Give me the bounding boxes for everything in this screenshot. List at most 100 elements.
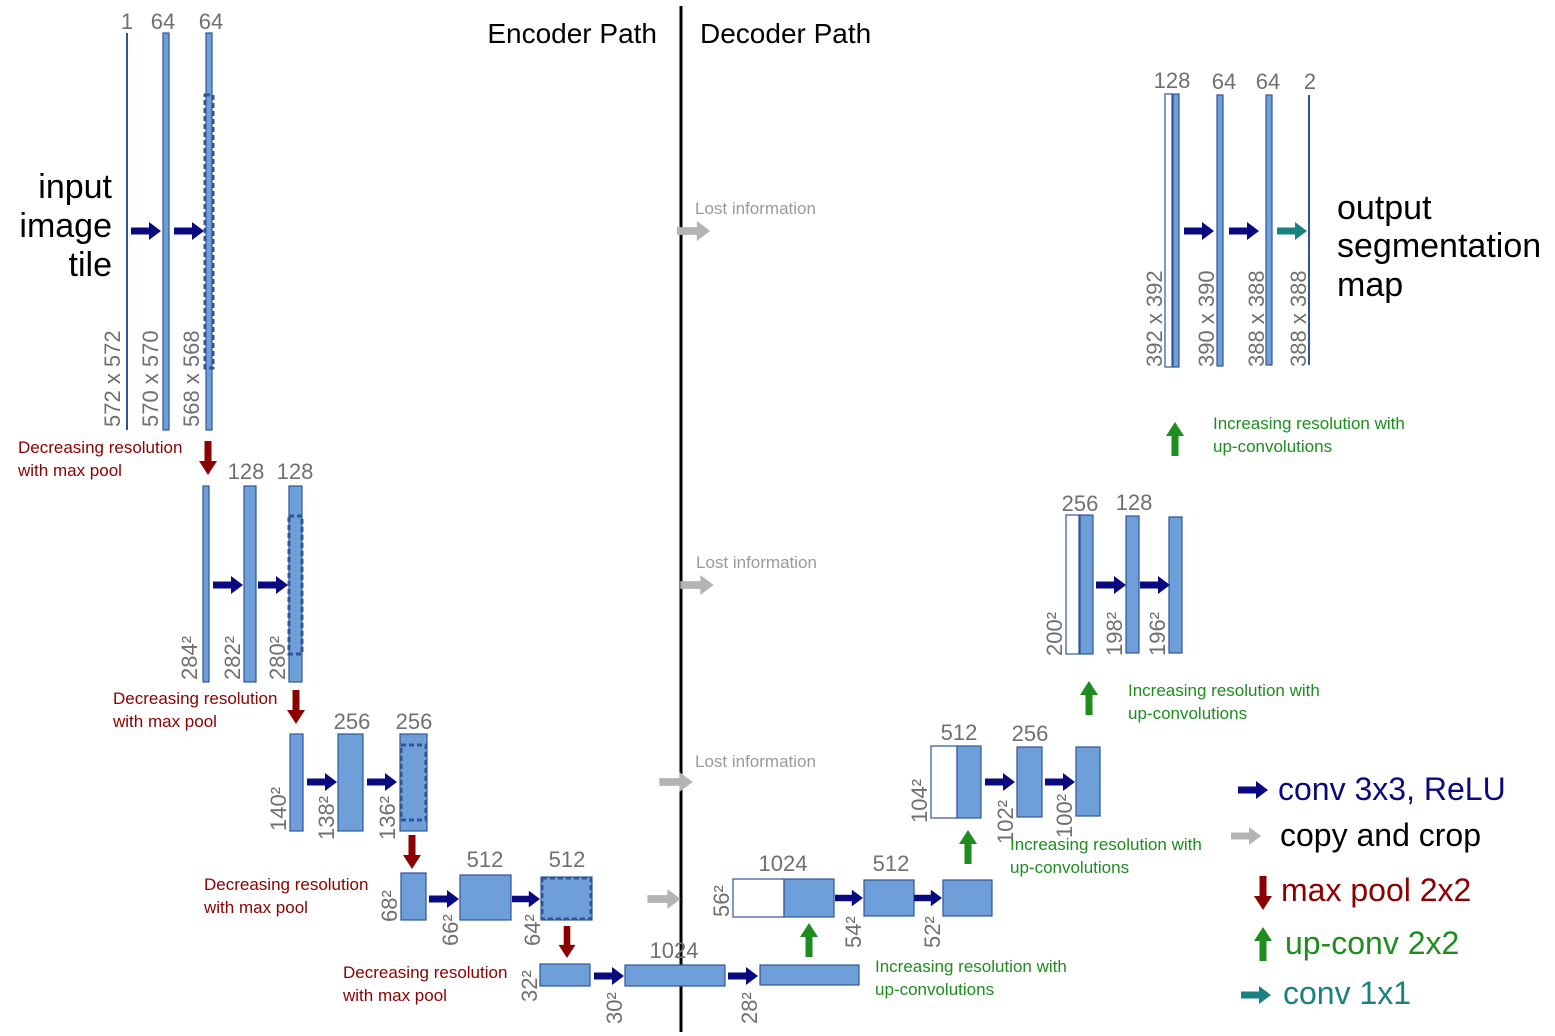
channel-label: 64 — [151, 9, 175, 34]
feature-map — [1125, 515, 1140, 654]
crop-region — [203, 93, 215, 370]
legend-label: conv 1x1 — [1283, 975, 1411, 1011]
channel-label: 1024 — [650, 938, 699, 963]
channel-label: 256 — [1062, 491, 1099, 516]
maxpool-note-4: Decreasing resolution with max pool — [342, 963, 507, 1005]
encoder-level-4: 512 512 68² 66² 64² — [377, 847, 593, 946]
dim-label: 200² — [1042, 612, 1067, 656]
svg-text:with max pool: with max pool — [203, 898, 308, 917]
channel-label: 64 — [199, 9, 223, 34]
input-image-tile-label: input image tile — [19, 168, 112, 284]
upconv-note-3: Increasing resolution with up-convolutio… — [1128, 681, 1320, 723]
legend-item-conv3x3: conv 3x3, ReLU — [1238, 771, 1506, 807]
conv-arrow — [429, 890, 459, 908]
feature-map — [337, 733, 364, 832]
encoder-path-header: Encoder Path — [487, 18, 657, 49]
conv-arrow — [728, 967, 758, 985]
output-segmentation-map-label: output segmentation map — [1337, 189, 1541, 304]
decoder-level-3: 512 256 104² 102² 100² — [907, 720, 1101, 844]
conv-arrow — [835, 889, 863, 907]
channel-label: 128 — [228, 459, 265, 484]
feature-map — [1172, 93, 1180, 368]
svg-text:Increasing resolution with: Increasing resolution with — [875, 957, 1067, 976]
channel-label: 1024 — [759, 851, 808, 876]
dim-label: 284² — [177, 636, 202, 680]
crop-region — [287, 514, 304, 656]
svg-text:Decreasing resolution: Decreasing resolution — [113, 689, 277, 708]
crop-region — [540, 876, 593, 921]
feature-map-copied — [732, 878, 785, 918]
channel-label: 512 — [549, 847, 586, 872]
legend-label: conv 3x3, ReLU — [1278, 771, 1506, 807]
conv-arrow — [367, 773, 397, 791]
dim-label: 68² — [377, 890, 402, 922]
upconv-arrow — [800, 923, 818, 957]
channel-label: 256 — [1012, 721, 1049, 746]
svg-text:input: input — [38, 168, 112, 206]
maxpool-arrow — [558, 926, 576, 958]
encoder-level-2: 128 128 284² 282² 280² — [177, 459, 313, 683]
feature-map — [1216, 94, 1224, 367]
feature-map — [539, 963, 591, 987]
feature-map — [400, 872, 427, 921]
feature-map — [1075, 746, 1101, 817]
dim-label: 104² — [907, 779, 932, 823]
svg-text:tile: tile — [69, 246, 112, 284]
dim-label: 388 x 388 — [1286, 270, 1311, 367]
dim-label: 392 x 392 — [1142, 270, 1167, 367]
svg-text:Decreasing resolution: Decreasing resolution — [204, 875, 368, 894]
legend-item-upconv: up-conv 2x2 — [1254, 925, 1459, 961]
feature-map — [540, 876, 593, 921]
svg-text:Increasing resolution with: Increasing resolution with — [1128, 681, 1320, 700]
conv-arrow — [174, 222, 204, 240]
conv-arrow — [1140, 576, 1170, 594]
channel-label: 1 — [121, 9, 133, 34]
arrow-right-icon — [1241, 986, 1271, 1004]
arrow-right-icon — [1238, 781, 1268, 799]
maxpool-arrow — [287, 690, 305, 724]
dim-label: 570 x 570 — [138, 330, 163, 427]
feature-map — [1265, 94, 1273, 366]
svg-text:with max pool: with max pool — [342, 986, 447, 1005]
dim-label: 198² — [1102, 612, 1127, 656]
svg-text:image: image — [19, 207, 112, 245]
svg-text:Decreasing resolution: Decreasing resolution — [343, 963, 507, 982]
dim-label: 56² — [709, 885, 734, 917]
conv-arrow — [258, 576, 288, 594]
dim-label: 64² — [520, 914, 545, 946]
dim-label: 102² — [993, 800, 1018, 844]
copy-crop-arrow-level4 — [647, 889, 681, 909]
conv-arrow — [1184, 222, 1214, 240]
svg-text:up-convolutions: up-convolutions — [1010, 858, 1129, 877]
svg-text:up-convolutions: up-convolutions — [875, 980, 994, 999]
dim-label: 140² — [266, 787, 291, 831]
bottleneck-level-5: 1024 32² 30² 28² — [517, 938, 860, 1024]
upconv-note-2: Increasing resolution with up-convolutio… — [1010, 835, 1202, 877]
dim-label: 280² — [265, 636, 290, 680]
feature-map — [399, 733, 428, 832]
dim-label: 136² — [375, 796, 400, 840]
feature-map-copied — [1164, 93, 1173, 368]
legend-label: up-conv 2x2 — [1285, 925, 1459, 961]
svg-text:map: map — [1337, 266, 1403, 304]
conv-arrow — [1045, 773, 1075, 791]
legend: conv 3x3, ReLU copy and crop max pool 2x… — [1231, 771, 1506, 1011]
feature-map — [942, 879, 993, 917]
upconv-note-1: Increasing resolution with up-convolutio… — [875, 957, 1067, 999]
dim-label: 196² — [1145, 612, 1170, 656]
maxpool-note-3: Decreasing resolution with max pool — [203, 875, 368, 917]
dim-label: 388 x 388 — [1244, 270, 1269, 367]
feature-map — [783, 878, 835, 918]
arrow-right-icon — [1231, 827, 1261, 845]
channel-label: 256 — [396, 709, 433, 734]
conv1x1-arrow — [1277, 222, 1307, 240]
copy-crop-arrow-level2 — [680, 575, 714, 595]
maxpool-note-2: Decreasing resolution with max pool — [112, 689, 277, 731]
decoder-level-2: 256 128 200² 198² 196² — [1042, 490, 1183, 656]
lost-information-label-3: Lost information — [695, 752, 816, 771]
crop-region — [399, 743, 428, 822]
upconv-note-4: Increasing resolution with up-convolutio… — [1213, 414, 1405, 456]
maxpool-note-1: Decreasing resolution with max pool — [17, 438, 182, 480]
svg-text:output: output — [1337, 189, 1432, 227]
